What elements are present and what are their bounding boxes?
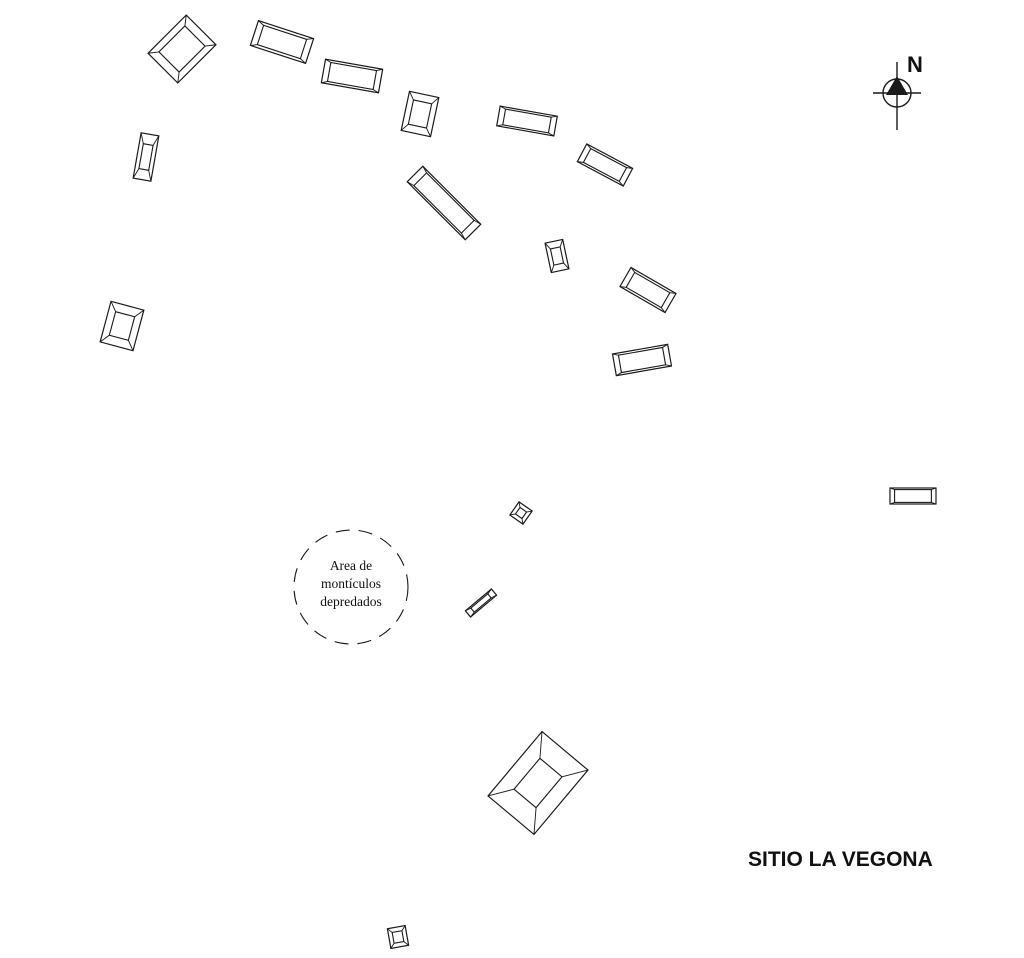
mound-10 (619, 266, 677, 314)
disturbed-area-boundary (293, 529, 409, 645)
disturbed-area-label-line-3: depredados (320, 594, 381, 609)
north-label: N (907, 52, 923, 77)
mound-4 (400, 90, 440, 138)
mound-11 (611, 343, 673, 377)
mound-6 (576, 143, 634, 187)
mound-8 (132, 132, 160, 182)
mound-17 (386, 924, 410, 950)
mound-9 (544, 238, 570, 274)
disturbed-area-label-line-1: Area de (330, 558, 372, 573)
north-arrow-icon: N (873, 52, 923, 130)
disturbed-area-label-line-2: montículos (321, 576, 381, 591)
mound-12 (99, 300, 145, 352)
mound-14 (509, 501, 533, 525)
site-title: SITIO LA VEGONA (748, 848, 933, 871)
mound-13 (889, 487, 937, 505)
mound-2 (249, 19, 315, 65)
disturbed-mounds-area: Area de montículos depredados (293, 529, 409, 645)
mound-15 (464, 588, 498, 618)
mound-5 (496, 105, 558, 137)
mound-16 (487, 730, 589, 836)
mound-3 (320, 58, 384, 94)
mound-1 (147, 14, 217, 84)
mound-7 (406, 165, 482, 241)
mound-group (99, 14, 937, 950)
